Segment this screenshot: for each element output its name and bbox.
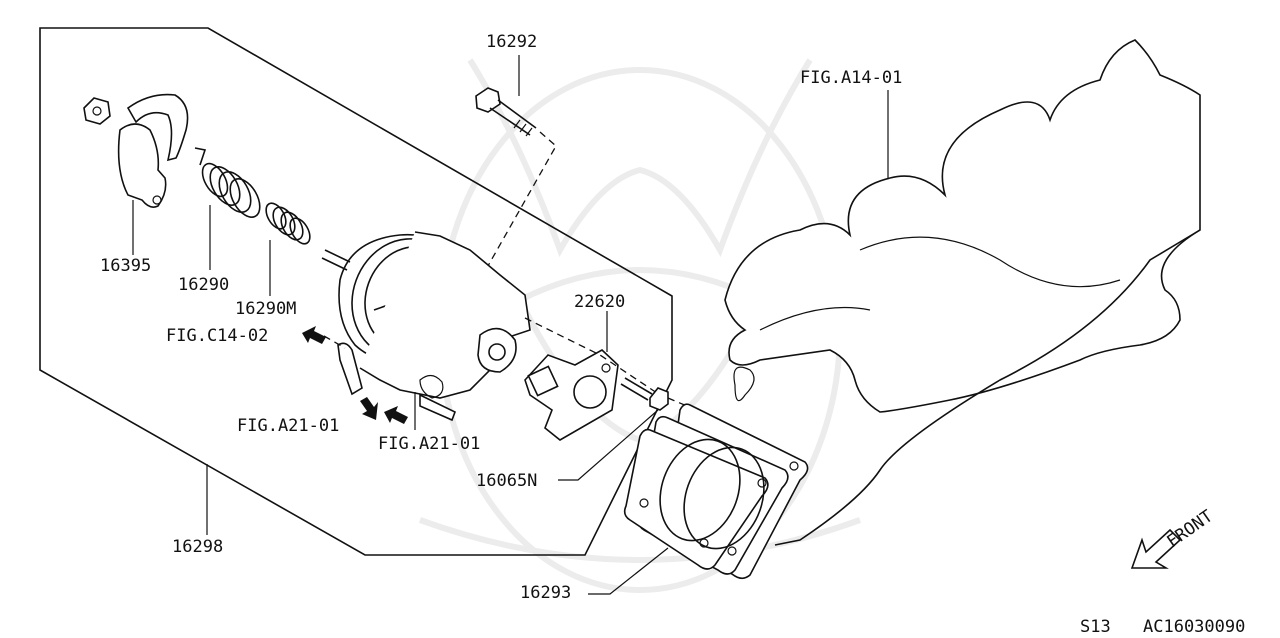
- leader-16293: [588, 547, 669, 595]
- label-spring-small: 16290M: [235, 299, 296, 319]
- gasket-16293: [623, 403, 809, 580]
- label-intake-manifold-ref: FIG.A14-01: [800, 68, 902, 88]
- reference-arrow-icon: [302, 326, 326, 344]
- intake-manifold: [724, 39, 1201, 546]
- label-fig-c14: FIG.C14-02: [166, 326, 268, 346]
- label-sensor: 22620: [574, 292, 625, 312]
- label-bracket: 16395: [100, 256, 151, 276]
- label-gasket: 16293: [520, 583, 571, 603]
- label-throttle-body: 16298: [172, 537, 223, 557]
- throttle-body: [321, 231, 531, 422]
- diagram-code: AC16030090: [1143, 617, 1245, 637]
- front-label: FRONT: [1163, 506, 1216, 552]
- reference-arrow-icon: [360, 397, 378, 420]
- spring-16290m: [265, 202, 311, 245]
- front-arrow-icon: [1130, 528, 1182, 569]
- label-bolt: 16292: [486, 32, 537, 52]
- bolt-16292: [475, 87, 537, 137]
- bolt-guide-line: [479, 131, 557, 281]
- sensor-22620: [524, 349, 619, 441]
- leader-16065n: [558, 409, 659, 481]
- assembly-boundary: [39, 27, 673, 556]
- page-code: S13: [1080, 617, 1111, 637]
- screw-16065n: [620, 377, 669, 411]
- sensor-guide-line: [524, 317, 661, 396]
- nut: [83, 97, 111, 125]
- ref-guide-line: [323, 335, 346, 349]
- reference-arrow-icon: [384, 406, 408, 424]
- label-fig-a21-1: FIG.A21-01: [237, 416, 339, 436]
- label-fig-a21-2: FIG.A21-01: [378, 434, 480, 454]
- label-screw: 16065N: [476, 471, 537, 491]
- front-indicator: FRONT: [1130, 506, 1217, 569]
- label-spring-large: 16290: [178, 275, 229, 295]
- nut-hole: [92, 106, 102, 116]
- bracket-16395: [117, 93, 189, 208]
- spring-16290: [194, 147, 261, 218]
